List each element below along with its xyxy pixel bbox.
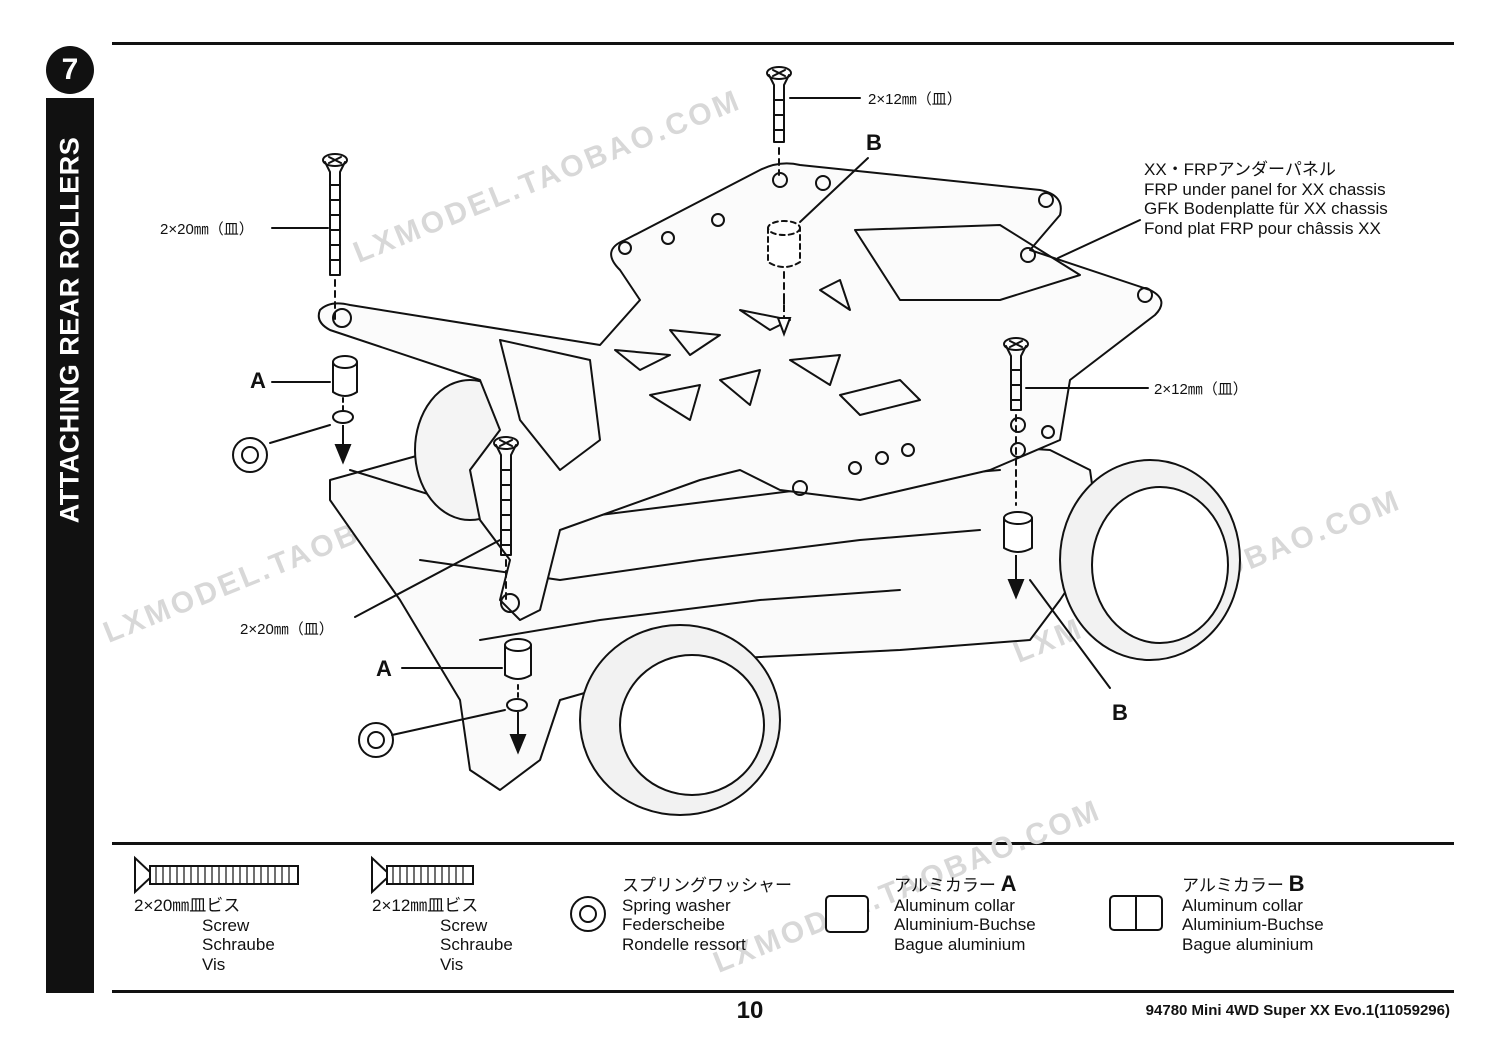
- legend-screw-20-icon: [134, 855, 299, 895]
- legend-screw-20-en: Screw: [202, 915, 250, 935]
- legend-collar-a-letter: A: [1000, 871, 1017, 896]
- legend-washer-en: Spring washer: [622, 895, 731, 915]
- panel-label-de: GFK Bodenplatte für XX chassis: [1144, 199, 1388, 218]
- legend-screw-20: 2×20㎜皿ビス Screw Schraube Vis: [134, 896, 275, 974]
- collar-b-top: [767, 220, 801, 268]
- legend-collar-b-de: Aluminium-Buchse: [1182, 915, 1324, 934]
- screw-top: [766, 66, 792, 143]
- label-a-lower: A: [376, 656, 392, 681]
- legend-washer-jp: スプリングワッシャー: [622, 876, 792, 895]
- collar-a-lower: [504, 638, 532, 680]
- legend-collar-b-letter: B: [1288, 871, 1305, 896]
- legend-collar-a-icon: [825, 895, 869, 933]
- legend-screw-12-de: Schraube: [440, 935, 513, 954]
- bottom-rule: [112, 990, 1454, 993]
- step-title-bar: [46, 98, 94, 993]
- legend-screw-20-size: 2×20㎜皿ビス: [134, 896, 241, 915]
- label-b-top: B: [866, 130, 882, 155]
- legend-collar-a-jp: アルミカラー: [894, 876, 996, 895]
- screw-left-bottom: [493, 436, 519, 556]
- legend-collar-a: アルミカラー A Aluminum collar Aluminium-Buchs…: [894, 871, 1036, 954]
- legend-collar-a-en: Aluminum collar: [894, 895, 1015, 915]
- panel-label-fr: Fond plat FRP pour châssis XX: [1144, 218, 1381, 238]
- legend-collar-b: アルミカラー B Aluminum collar Aluminium-Buchs…: [1182, 871, 1324, 954]
- page-number: 10: [736, 997, 764, 1024]
- legend-collar-b-en: Aluminum collar: [1182, 895, 1303, 915]
- collar-b-lower: [1003, 511, 1033, 553]
- product-code: 94780 Mini 4WD Super XX Evo.1(11059296): [1145, 1002, 1450, 1019]
- panel-label-en: FRP under panel for XX chassis: [1144, 179, 1386, 199]
- frp-under-panel: [317, 162, 1163, 621]
- legend-washer-de: Federscheibe: [622, 915, 726, 934]
- legend-top-rule: [112, 842, 1454, 845]
- callout-screw-top: 2×12㎜（皿）: [868, 91, 962, 108]
- washer-lower: [506, 698, 528, 712]
- legend-screw-12-en: Screw: [440, 915, 488, 935]
- washer-loose-lower: [358, 722, 394, 758]
- legend-collar-b-fr: Bague aluminium: [1182, 934, 1314, 954]
- screw-right: [1003, 337, 1029, 411]
- legend-collar-b-jp: アルミカラー: [1182, 876, 1284, 895]
- step-number: 7: [46, 46, 94, 94]
- legend-washer: スプリングワッシャー Spring washer Federscheibe Ro…: [622, 876, 792, 954]
- legend-screw-12: 2×12㎜皿ビス Screw Schraube Vis: [372, 896, 513, 974]
- callout-screw-left-bottom: 2×20㎜（皿）: [240, 621, 334, 638]
- callout-screw-left-top: 2×20㎜（皿）: [160, 221, 254, 238]
- collar-a-upper: [332, 355, 358, 397]
- label-b-lower: B: [1112, 700, 1128, 725]
- legend-screw-20-fr: Vis: [202, 954, 226, 974]
- legend-washer-icon: [570, 896, 606, 932]
- legend-screw-12-fr: Vis: [440, 954, 464, 974]
- legend-screw-12-icon: [371, 855, 474, 895]
- legend-collar-a-de: Aluminium-Buchse: [894, 915, 1036, 934]
- legend-collar-b-icon: [1109, 895, 1163, 931]
- screw-left-top: [322, 153, 348, 276]
- panel-label: XX・FRPアンダーパネル FRP under panel for XX cha…: [1144, 160, 1388, 238]
- legend-screw-12-size: 2×12㎜皿ビス: [372, 896, 479, 915]
- label-a-upper: A: [250, 368, 266, 393]
- panel-label-jp: XX・FRPアンダーパネル: [1144, 160, 1336, 179]
- washer-upper: [332, 410, 354, 424]
- legend-collar-a-fr: Bague aluminium: [894, 934, 1026, 954]
- legend-screw-20-de: Schraube: [202, 935, 275, 954]
- washer-loose-upper: [232, 437, 268, 473]
- top-rule: [112, 42, 1454, 45]
- callout-screw-right: 2×12㎜（皿）: [1154, 381, 1248, 398]
- legend-washer-fr: Rondelle ressort: [622, 934, 746, 954]
